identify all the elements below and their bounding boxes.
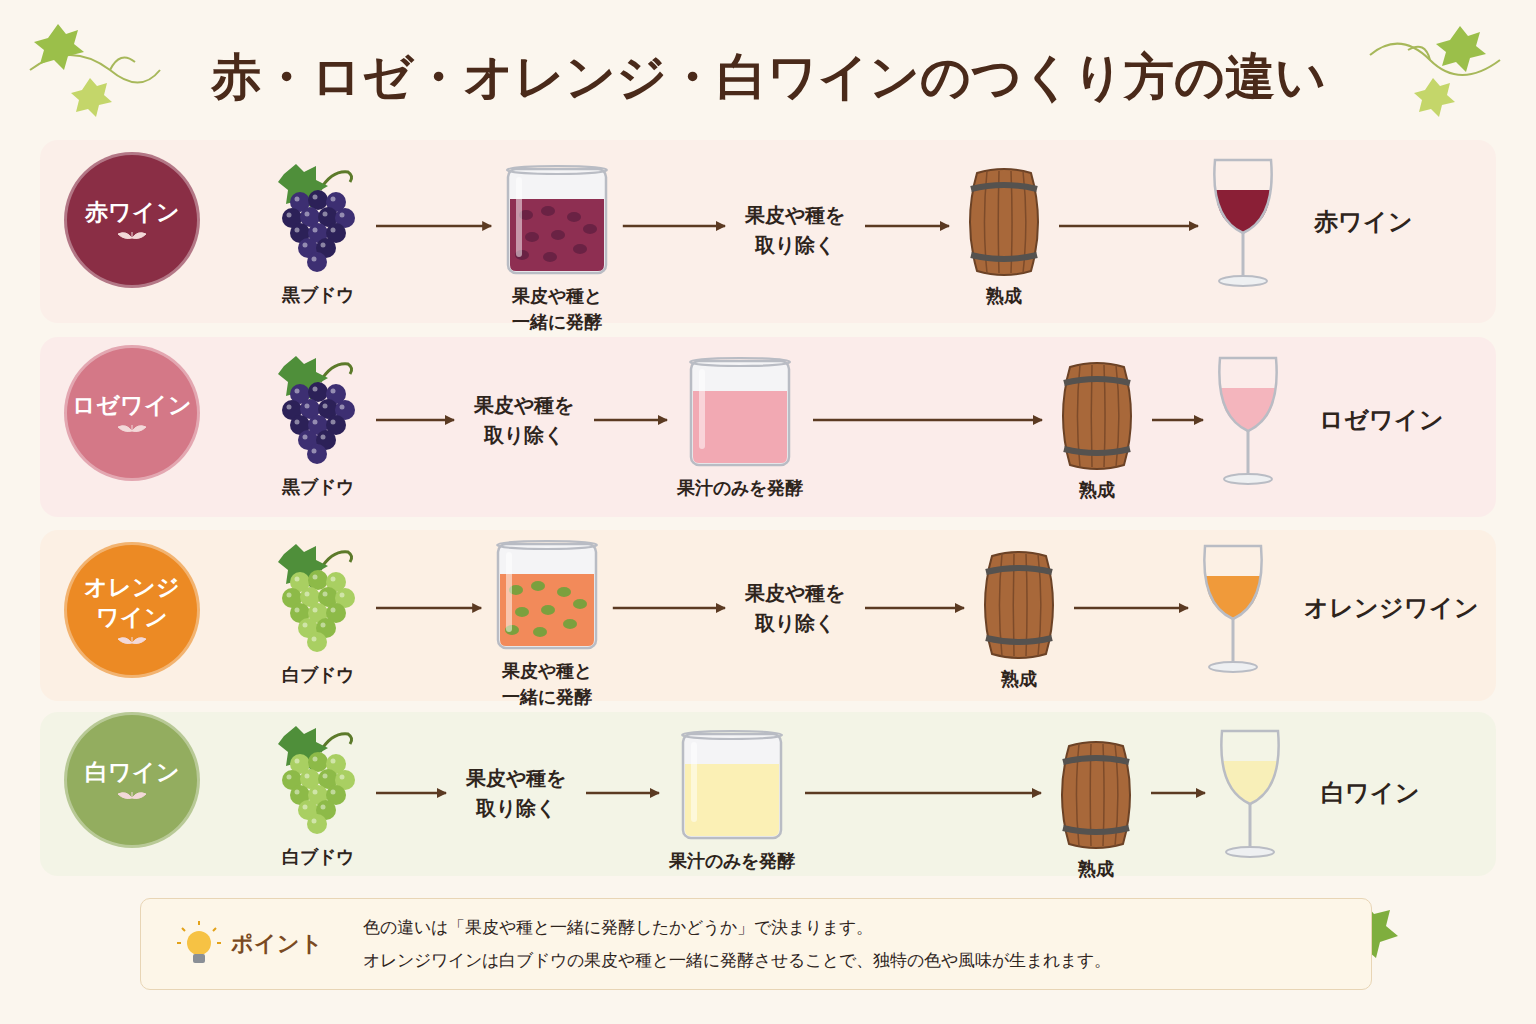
grape-icon — [270, 160, 366, 276]
point-heading: ポイント — [231, 929, 323, 959]
badge-label: ロゼワイン — [72, 391, 192, 421]
flow-arrow — [805, 792, 1041, 795]
grape-icon — [270, 352, 366, 468]
wine-glass-icon — [1208, 156, 1278, 288]
flow-arrow — [376, 225, 491, 228]
process-step: 果皮や種を 取り除く — [735, 198, 855, 262]
point-text: オレンジワインは白ブドウの果皮や種と一緒に発酵させることで、独特の色や風味が生ま… — [363, 944, 1111, 977]
leaf-ornament — [112, 633, 152, 647]
step-caption: 黒ブドウ — [282, 474, 354, 500]
wine-badge: ロゼワイン — [64, 345, 200, 481]
leaf — [1436, 26, 1486, 72]
wine-result: 白ワイン — [1215, 727, 1420, 859]
fermentation-step: 果汁のみを発酵 — [669, 728, 795, 874]
aging-step: 熟成 — [1052, 361, 1142, 503]
grape-step: 白ブドウ — [270, 540, 366, 688]
flow-arrow — [865, 607, 964, 610]
step-caption: 白ブドウ — [282, 844, 354, 870]
badge-label: オレンジ ワイン — [70, 573, 194, 633]
leaf-ornament — [112, 421, 152, 435]
aging-step: 熟成 — [959, 167, 1049, 309]
flow-arrow — [1151, 792, 1205, 795]
beaker-icon — [492, 538, 602, 652]
wine-badge: オレンジ ワイン — [64, 542, 200, 678]
flow-arrow — [1152, 419, 1203, 422]
step-caption: 果汁のみを発酵 — [669, 848, 795, 874]
step-text: 果皮や種を 取り除く — [735, 576, 855, 640]
aging-step: 熟成 — [974, 550, 1064, 692]
wine-name: 赤ワイン — [1314, 206, 1413, 238]
wine-result: オレンジワイン — [1198, 542, 1479, 674]
aging-step: 熟成 — [1051, 740, 1141, 882]
wine-name: オレンジワイン — [1304, 592, 1479, 624]
wine-glass-icon — [1215, 727, 1285, 859]
wine-name: 白ワイン — [1321, 777, 1420, 809]
lightbulb-icon — [177, 921, 221, 967]
process-step: 果皮や種を 取り除く — [735, 576, 855, 640]
point-body: 色の違いは「果皮や種と一緒に発酵したかどうか」で決まります。オレンジワインは白ブ… — [363, 911, 1111, 977]
flow-arrow — [623, 225, 725, 228]
point-text: 色の違いは「果皮や種と一緒に発酵したかどうか」で決まります。 — [363, 911, 1111, 944]
grape-step: 黒ブドウ — [270, 352, 366, 500]
leaf-ornament — [112, 228, 152, 242]
grape-step: 黒ブドウ — [270, 160, 366, 308]
flow-arrow — [594, 419, 667, 422]
step-caption: 黒ブドウ — [282, 282, 354, 308]
step-text: 果皮や種を 取り除く — [456, 761, 576, 825]
step-caption: 白ブドウ — [282, 662, 354, 688]
wine-result: ロゼワイン — [1213, 354, 1444, 486]
wine-glass-icon — [1213, 354, 1283, 486]
beaker-icon — [685, 355, 795, 469]
flow-arrow — [865, 225, 949, 228]
beaker-icon — [502, 163, 612, 277]
grape-icon — [270, 722, 366, 838]
grape-step: 白ブドウ — [270, 722, 366, 870]
step-text: 果皮や種を 取り除く — [464, 388, 584, 452]
flow-arrow — [613, 607, 725, 610]
title: 赤・ロゼ・オレンジ・白ワインのつくり方の違い — [0, 44, 1536, 111]
vine-right — [1370, 44, 1500, 75]
step-caption: 熟成 — [1079, 477, 1115, 503]
barrel-icon — [959, 167, 1049, 277]
flow-arrow — [1074, 607, 1188, 610]
step-caption: 熟成 — [1078, 856, 1114, 882]
wine-badge: 白ワイン — [64, 712, 200, 848]
leaf-ornament — [112, 788, 152, 802]
barrel-icon — [1051, 740, 1141, 850]
flow-arrow — [376, 792, 446, 795]
step-text: 果皮や種を 取り除く — [735, 198, 855, 262]
flow-arrow — [813, 419, 1042, 422]
flow-arrow — [376, 607, 481, 610]
barrel-icon — [974, 550, 1064, 660]
step-caption: 果汁のみを発酵 — [677, 475, 803, 501]
step-caption: 果皮や種と 一緒に発酵 — [491, 658, 603, 710]
step-caption: 果皮や種と 一緒に発酵 — [501, 283, 613, 335]
barrel-icon — [1052, 361, 1142, 471]
beaker-icon — [677, 728, 787, 842]
wine-result: 赤ワイン — [1208, 156, 1413, 288]
flow-arrow — [1059, 225, 1198, 228]
fermentation-step: 果汁のみを発酵 — [677, 355, 803, 501]
point-box: ポイント 色の違いは「果皮や種と一緒に発酵したかどうか」で決まります。オレンジワイ… — [140, 898, 1372, 990]
process-step: 果皮や種を 取り除く — [464, 388, 584, 452]
flow-arrow — [376, 419, 454, 422]
process-step: 果皮や種を 取り除く — [456, 761, 576, 825]
step-caption: 熟成 — [1001, 666, 1037, 692]
wine-name: ロゼワイン — [1319, 404, 1444, 436]
grape-icon — [270, 540, 366, 656]
wine-badge: 赤ワイン — [64, 152, 200, 288]
flow-arrow — [586, 792, 659, 795]
badge-label: 赤ワイン — [85, 198, 180, 228]
leaf — [1414, 78, 1455, 117]
leaf — [71, 78, 112, 117]
fermentation-step: 果皮や種と 一緒に発酵 — [491, 538, 603, 710]
wine-glass-icon — [1198, 542, 1268, 674]
step-caption: 熟成 — [986, 283, 1022, 309]
leaf — [34, 24, 84, 70]
badge-label: 白ワイン — [85, 758, 180, 788]
row-band — [40, 140, 1496, 323]
fermentation-step: 果皮や種と 一緒に発酵 — [501, 163, 613, 335]
